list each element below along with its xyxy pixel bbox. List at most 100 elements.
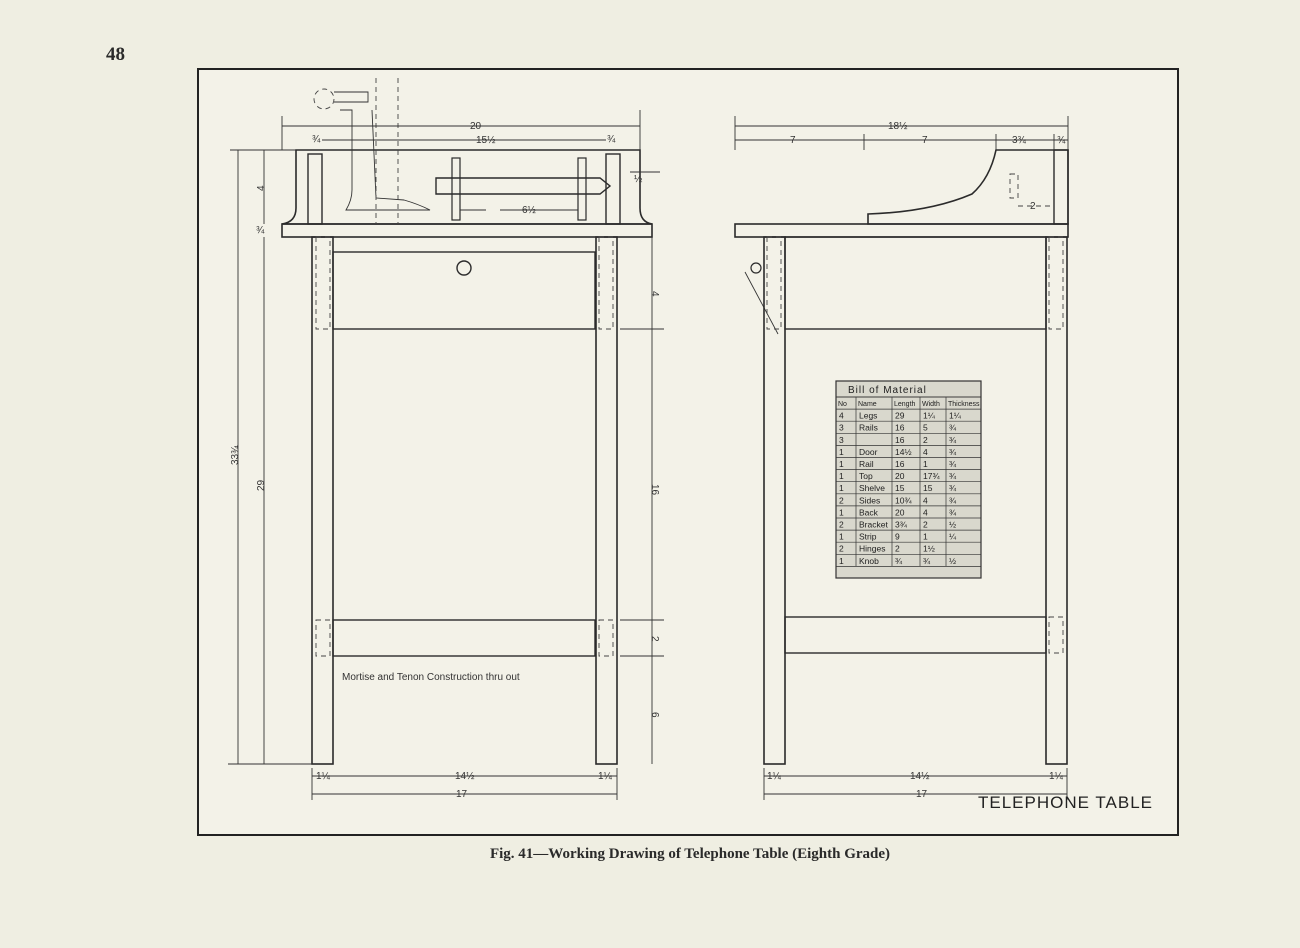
bom-header-cell: Name — [858, 401, 877, 408]
bom-cell: 3 — [839, 435, 844, 445]
bom-cell: 29 — [895, 411, 905, 421]
dim-top-thickness: ¾ — [256, 225, 265, 236]
dim-back-end: ¾ — [1057, 135, 1066, 146]
dim-height-back: 4 — [256, 185, 267, 191]
dim-side-outer-width: 17 — [916, 789, 928, 800]
bom-cell: 1 — [839, 447, 844, 457]
bom-cell: Door — [859, 447, 878, 457]
bom-cell: 10¾ — [895, 495, 912, 505]
bom-cell: 2 — [923, 435, 928, 445]
bill-of-material-table: Bill of Material No Name Length Width Thickn… — [835, 380, 982, 579]
bom-cell: 1¼ — [923, 411, 936, 421]
dim-shelf-rail: 2 — [649, 636, 660, 642]
bom-cell: 1 — [839, 471, 844, 481]
bom-cell: ¾ — [949, 507, 957, 517]
bom-cell: 15 — [923, 483, 933, 493]
bom-cell: 16 — [895, 423, 905, 433]
bom-cell: ½ — [949, 520, 956, 530]
telephone-outline — [313, 78, 431, 224]
dim-seg2: 7 — [922, 135, 928, 146]
bom-cell: 3 — [839, 423, 844, 433]
bom-cell: 4 — [839, 411, 844, 421]
bom-cell: 20 — [895, 507, 905, 517]
bom-cell: ¼ — [949, 532, 957, 542]
bom-cell: ¾ — [949, 459, 957, 469]
dim-seg3: 3¾ — [1012, 135, 1027, 146]
bom-header-cell: Thickness — [948, 401, 980, 408]
bom-cell: ¾ — [949, 423, 957, 433]
bom-cell: ¾ — [949, 495, 957, 505]
bom-cell: 1 — [839, 532, 844, 542]
bom-cell: 14½ — [895, 447, 912, 457]
bom-cell: 1 — [839, 507, 844, 517]
dim-bracket-spacing: 6½ — [522, 205, 537, 216]
bom-header-cell: Length — [894, 401, 916, 408]
bom-cell: 2 — [923, 520, 928, 530]
bom-cell: ¾ — [949, 483, 957, 493]
title-block-text: TELEPHONE TABLE — [978, 793, 1153, 812]
dim-end-right: ¾ — [607, 134, 616, 145]
dim-front-leg-left: 1¼ — [316, 770, 331, 782]
dim-rail-width: 15½ — [476, 135, 496, 146]
bom-cell: ½ — [949, 556, 956, 566]
bom-cell: Knob — [859, 556, 879, 566]
bom-cell: ¾ — [923, 556, 931, 566]
bom-cell: 9 — [895, 532, 900, 542]
front-view: 20 15½ ¾ ¾ 6½ ½ 33¾ 29 4 ¾ 4 16 2 6 1¼ 1 — [228, 78, 664, 800]
bom-title: Bill of Material — [848, 385, 927, 396]
page-number: 48 — [106, 44, 125, 65]
bom-cell: 2 — [839, 520, 844, 530]
construction-note: Mortise and Tenon Construction thru out — [342, 672, 520, 683]
bom-cell: 1½ — [923, 544, 935, 554]
bom-cell: 2 — [839, 544, 844, 554]
dim-overall-height: 33¾ — [230, 445, 241, 465]
bom-cell: Top — [859, 471, 873, 481]
dim-side-leg-left: 1¼ — [767, 770, 782, 782]
dim-side-inner-width: 14½ — [910, 771, 930, 782]
dim-side-height: ½ — [634, 174, 643, 185]
bom-cell: Rail — [859, 459, 874, 469]
bom-cell: Hinges — [859, 544, 885, 554]
bom-cell: ¾ — [949, 471, 957, 481]
bom-header-cell: No — [838, 401, 847, 408]
dim-bottom-gap: 6 — [649, 712, 660, 718]
bom-cell: 15 — [895, 483, 905, 493]
dim-front-outer-width: 17 — [456, 789, 468, 800]
figure-caption: Fig. 41—Working Drawing of Telephone Tab… — [489, 846, 891, 862]
bom-cell: 2 — [895, 544, 900, 554]
bom-cell: ¾ — [895, 556, 903, 566]
bom-header-cell: Width — [922, 401, 940, 408]
bom-cell: 3¾ — [895, 520, 908, 530]
bom-cell: 1 — [839, 556, 844, 566]
dim-overall-depth: 18½ — [888, 121, 908, 132]
bom-cell: 4 — [923, 447, 928, 457]
bom-cell: ¾ — [949, 447, 957, 457]
bom-cell: 1 — [839, 483, 844, 493]
bom-cell: 2 — [839, 495, 844, 505]
bom-cell: 16 — [895, 459, 905, 469]
bom-cell: Legs — [859, 411, 877, 421]
bom-cell: 1 — [923, 532, 928, 542]
bom-cell: 4 — [923, 507, 928, 517]
side-view: 18½ 7 7 3¾ ¾ 2 1¼ 1¼ 14½ 17 — [734, 116, 1069, 800]
bom-cell: Back — [859, 507, 879, 517]
dim-end-left: ¾ — [312, 134, 321, 145]
bom-cell: Shelve — [859, 483, 885, 493]
dim-bracket: 2 — [1030, 201, 1036, 212]
bom-cell: 17¾ — [923, 471, 940, 481]
bom-cell: 1¼ — [949, 411, 962, 421]
dim-apron: 4 — [649, 291, 660, 297]
dim-front-leg-right: 1¼ — [598, 770, 613, 782]
bom-cell: Strip — [859, 532, 877, 542]
bom-cell: Sides — [859, 495, 880, 505]
bom-cell: 1 — [839, 459, 844, 469]
bom-cell: ¾ — [949, 435, 957, 445]
dim-side-leg-right: 1¼ — [1049, 770, 1064, 782]
dim-middle-gap: 16 — [649, 484, 660, 496]
bom-cell: 16 — [895, 435, 905, 445]
dim-leg-height: 29 — [256, 479, 267, 491]
dim-front-inner-width: 14½ — [455, 771, 475, 782]
bom-cell: Bracket — [859, 520, 888, 530]
bom-cell: 20 — [895, 471, 905, 481]
